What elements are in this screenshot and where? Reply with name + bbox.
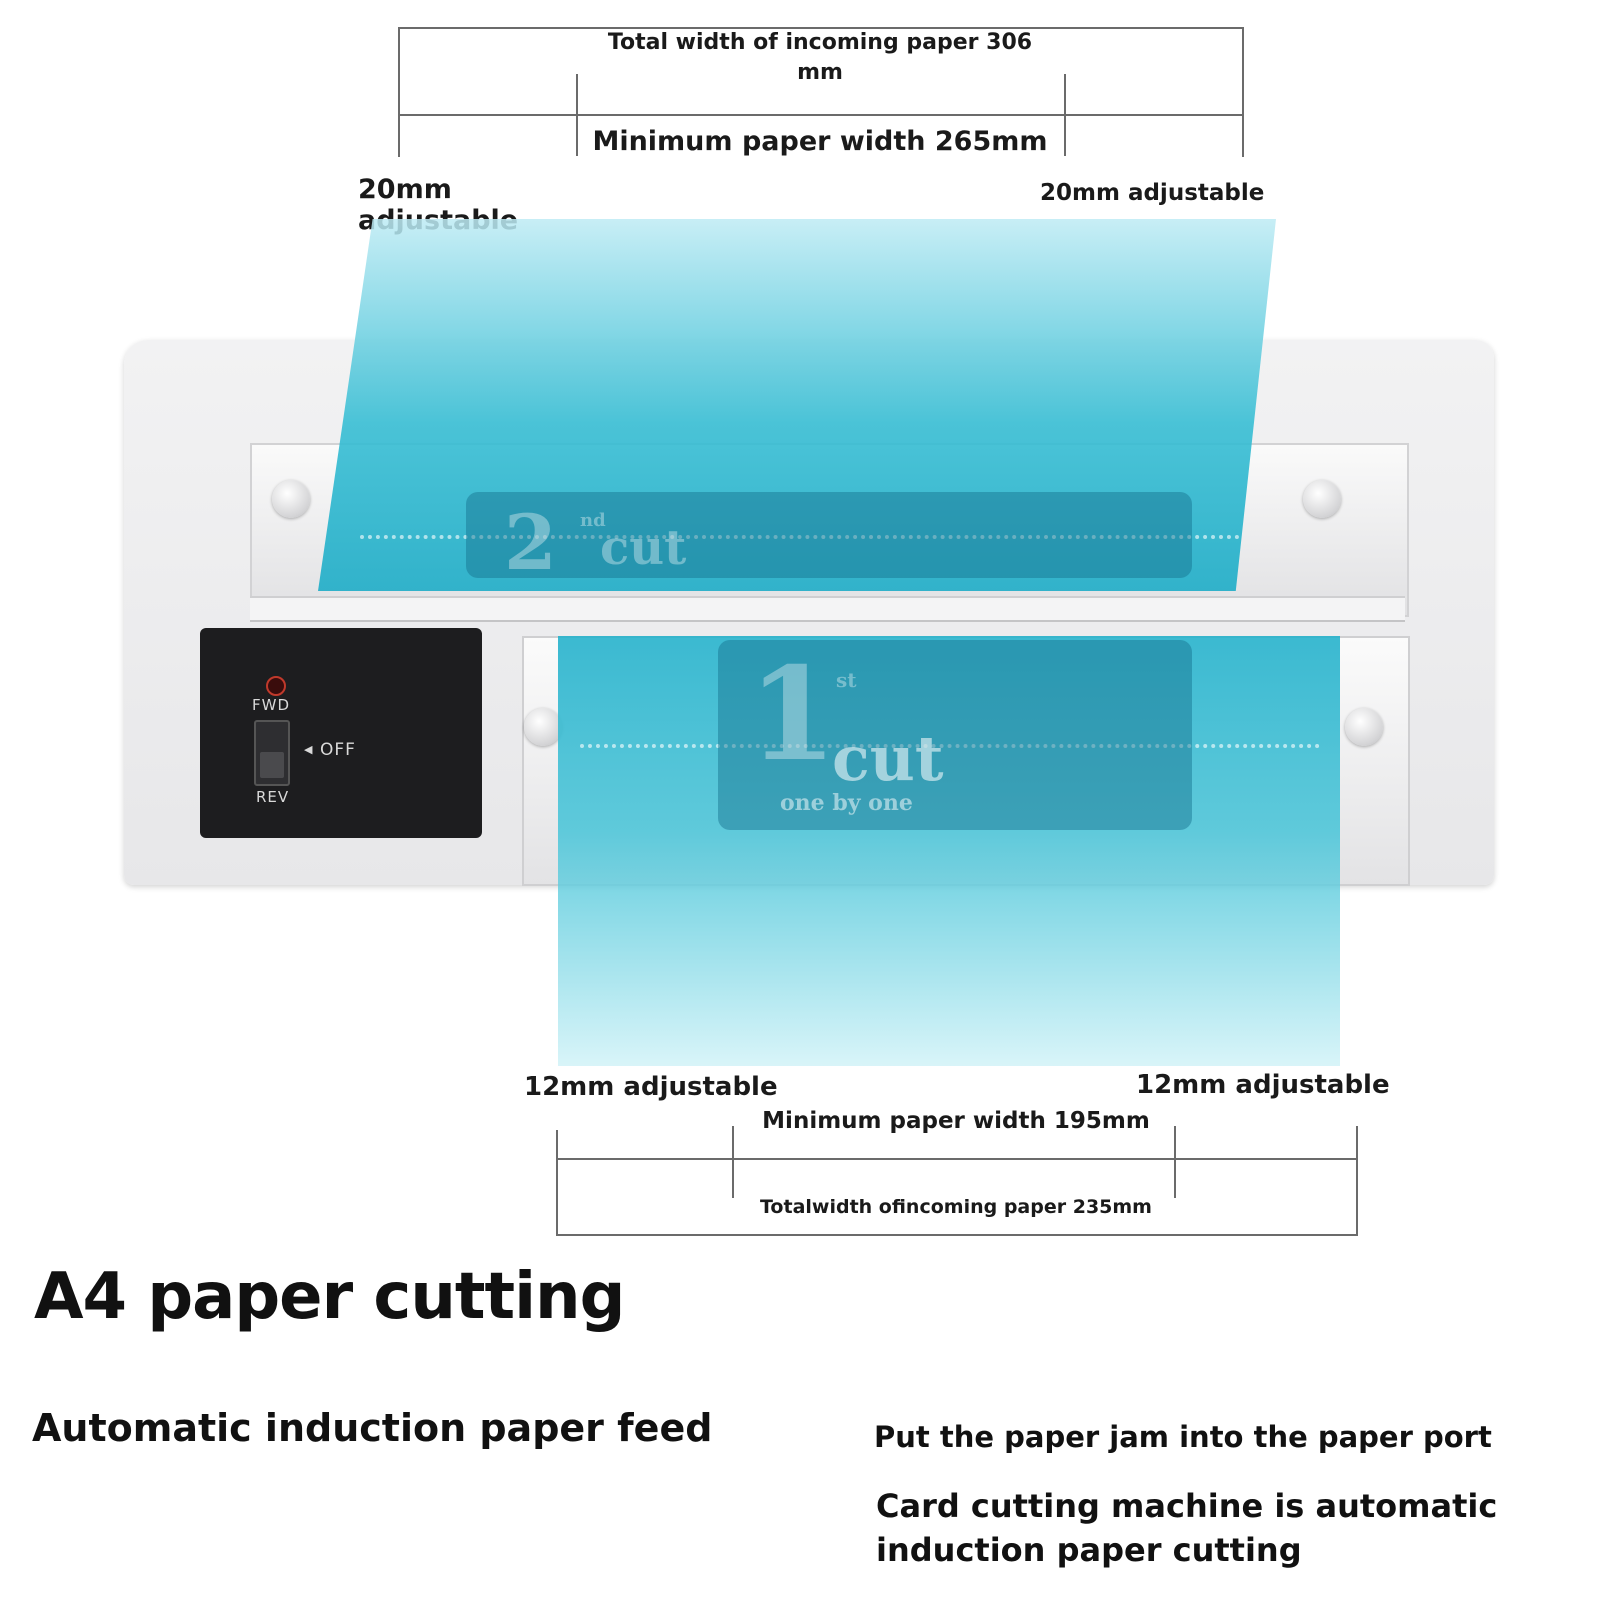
rev-label: REV bbox=[256, 788, 290, 806]
bottom-dim-tick-left-outer bbox=[556, 1130, 558, 1236]
lower-left-guide-knob bbox=[524, 708, 562, 746]
second-cut-number: 2 bbox=[504, 498, 557, 587]
bottom-dim-line-outer bbox=[556, 1234, 1358, 1236]
upper-right-guide-knob bbox=[1303, 480, 1341, 518]
direction-rocker-switch[interactable] bbox=[254, 720, 290, 786]
first-cut-card bbox=[718, 640, 1192, 830]
bottom-cut-dotted-line bbox=[580, 744, 1320, 752]
top-dim-tick-left-inner bbox=[576, 74, 578, 156]
upper-paper-tray bbox=[250, 596, 1405, 622]
outgoing-paper-sheet bbox=[558, 636, 1340, 1066]
top-dim-tick-right-inner bbox=[1064, 74, 1066, 156]
first-cut-suffix: st bbox=[836, 668, 857, 692]
bottom-left-adjust-label: 12mm adjustable bbox=[524, 1072, 778, 1102]
top-min-width-label: Minimum paper width 265mm bbox=[592, 126, 1048, 157]
page-title: A4 paper cutting bbox=[34, 1260, 625, 1334]
control-panel: FWD ◀ OFF REV bbox=[200, 628, 482, 838]
lower-right-guide-knob bbox=[1345, 708, 1383, 746]
top-total-width-label: Total width of incoming paper 306 mm bbox=[607, 30, 1033, 85]
power-indicator-icon bbox=[266, 676, 286, 696]
bottom-right-adjust-label: 12mm adjustable bbox=[1136, 1070, 1390, 1100]
first-cut-word: cut bbox=[832, 722, 944, 795]
off-label: OFF bbox=[320, 740, 356, 760]
top-dim-line-inner bbox=[398, 114, 1244, 116]
second-cut-word: cut bbox=[600, 520, 687, 576]
first-cut-number: 1 bbox=[748, 640, 838, 790]
bottom-dim-tick-left-inner bbox=[732, 1126, 734, 1198]
bottom-min-width-label: Minimum paper width 195mm bbox=[762, 1108, 1150, 1134]
feature-auto-cutting: Card cutting machine is automatic induct… bbox=[876, 1487, 1498, 1569]
second-cut-card bbox=[466, 492, 1192, 578]
switch-knob bbox=[260, 752, 284, 778]
top-dim-line-outer bbox=[398, 27, 1244, 29]
bottom-total-width-label: Totalwidth ofincoming paper 235mm bbox=[760, 1196, 1152, 1218]
bottom-dim-tick-right-outer bbox=[1356, 1126, 1358, 1236]
first-cut-tagline: one by one bbox=[780, 790, 913, 816]
bottom-dim-tick-right-inner bbox=[1174, 1126, 1176, 1198]
incoming-paper-sheet bbox=[318, 219, 1276, 591]
top-dim-tick-right-outer bbox=[1242, 27, 1244, 157]
fwd-label: FWD bbox=[252, 696, 291, 714]
upper-left-guide-knob bbox=[272, 480, 310, 518]
second-cut-suffix: nd bbox=[580, 510, 606, 531]
off-arrow-icon: ◀ bbox=[304, 743, 314, 756]
feature-paper-port: Put the paper jam into the paper port bbox=[874, 1420, 1492, 1454]
bottom-dim-line-inner bbox=[556, 1158, 1358, 1160]
feature-auto-feed: Automatic induction paper feed bbox=[32, 1406, 713, 1450]
top-dim-tick-left-outer bbox=[398, 27, 400, 157]
top-right-adjust-label: 20mm adjustable bbox=[1040, 180, 1265, 206]
top-cut-dotted-line bbox=[360, 535, 1240, 543]
